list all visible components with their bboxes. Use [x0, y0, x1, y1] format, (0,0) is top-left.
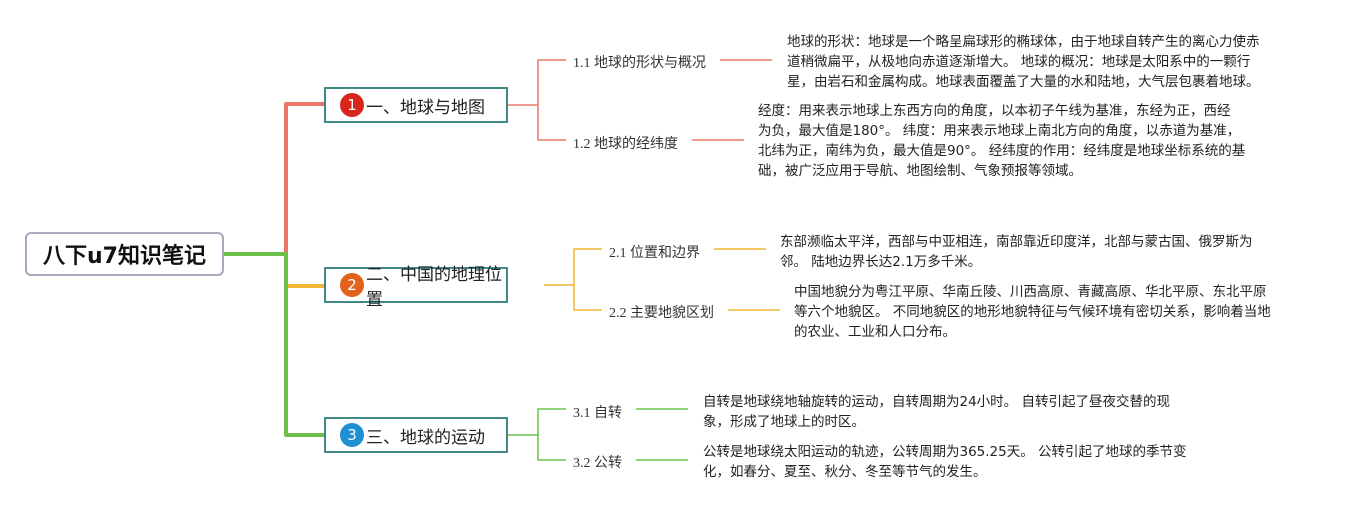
note-3-1: 自转是地球绕地轴旋转的运动，自转周期为24小时。 自转引起了昼夜交替的现 象，形…	[703, 392, 1170, 432]
branch-topic-2[interactable]: 2 二、中国的地理位置	[324, 265, 508, 310]
subtopic-2-2[interactable]: 2.2 主要地貌区划	[609, 306, 714, 321]
subtopic-3-1[interactable]: 3.1 自转	[573, 406, 622, 421]
branch-title-2: 二、中国的地理位置	[366, 265, 502, 310]
note-line: 中国地貌分为粤江平原、华南丘陵、川西高原、青藏高原、华北平原、东北平原	[794, 284, 1267, 300]
number-badge-2: 2	[340, 273, 364, 297]
note-line: 为负，最大值是180°。 纬度：用来表示地球上南北方向的角度，以赤道为基准，	[758, 123, 1241, 139]
note-line: 星，由岩石和金属构成。地球表面覆盖了大量的水和陆地，大气层包裹着地球。	[787, 74, 1260, 90]
note-line: 化，如春分、夏至、秋分、冬至等节气的发生。	[703, 464, 987, 480]
note-2-1: 东部濒临太平洋，西部与中亚相连，南部靠近印度洋，北部与蒙古国、俄罗斯为 邻。 陆…	[780, 232, 1253, 272]
branch-topic-3[interactable]: 3 三、地球的运动	[324, 417, 508, 453]
branch-topic-1[interactable]: 1 一、地球与地图	[324, 87, 508, 123]
connector-branch-1-sub-1	[508, 59, 566, 106]
note-line: 的农业、工业和人口分布。	[794, 324, 956, 340]
subtopic-1-2[interactable]: 1.2 地球的经纬度	[573, 137, 678, 152]
branch-title-1: 一、地球与地图	[366, 97, 485, 118]
connector-root-branch-3	[224, 252, 324, 437]
note-line: 东部濒临太平洋，西部与中亚相连，南部靠近印度洋，北部与蒙古国、俄罗斯为	[780, 234, 1253, 250]
note-line: 自转是地球绕地轴旋转的运动，自转周期为24小时。 自转引起了昼夜交替的现	[703, 394, 1170, 410]
subtopic-2-1[interactable]: 2.1 位置和边界	[609, 246, 700, 261]
note-line: 经度：用来表示地球上东西方向的角度，以本初子午线为基准，东经为正，西经	[758, 103, 1231, 119]
connector-branch-3-sub-1	[508, 408, 566, 436]
note-line: 道稍微扁平，从极地向赤道逐渐增大。 地球的概况：地球是太阳系中的一颗行	[787, 54, 1251, 70]
note-1-2: 经度：用来表示地球上东西方向的角度，以本初子午线为基准，东经为正，西经 为负，最…	[758, 101, 1245, 181]
number-badge-3: 3	[340, 423, 364, 447]
note-line: 北纬为正，南纬为负，最大值是90°。 经纬度的作用：经纬度是地球坐标系统的基	[758, 143, 1246, 159]
note-line: 象，形成了地球上的时区。	[703, 414, 865, 430]
note-line: 邻。 陆地边界长达2.1万多千米。	[780, 254, 982, 270]
branch-title-3: 三、地球的运动	[366, 427, 485, 448]
root-topic[interactable]: 八下u7知识笔记	[25, 232, 224, 276]
note-2-2: 中国地貌分为粤江平原、华南丘陵、川西高原、青藏高原、华北平原、东北平原 等六个地…	[794, 282, 1271, 342]
connector-branch-2-sub-2	[573, 285, 602, 311]
connector-branch-3-sub-2	[537, 435, 566, 461]
number-badge-1: 1	[340, 93, 364, 117]
note-3-2: 公转是地球绕太阳运动的轨迹，公转周期为365.25天。 公转引起了地球的季节变 …	[703, 442, 1187, 482]
note-line: 公转是地球绕太阳运动的轨迹，公转周期为365.25天。 公转引起了地球的季节变	[703, 444, 1187, 460]
connector-branch-1-sub-2	[537, 105, 566, 141]
subtopic-3-2[interactable]: 3.2 公转	[573, 456, 622, 471]
connector-branch-2-sub-1	[544, 248, 602, 286]
note-line: 础，被广泛应用于导航、地图绘制、气象预报等领域。	[758, 163, 1082, 179]
note-line: 等六个地貌区。 不同地貌区的地形地貌特征与气候环境有密切关系，影响着当地	[794, 304, 1271, 320]
note-1-1: 地球的形状：地球是一个略呈扁球形的椭球体，由于地球自转产生的离心力使赤 道稍微扁…	[787, 32, 1260, 92]
subtopic-1-1[interactable]: 1.1 地球的形状与概况	[573, 56, 706, 71]
connector-root-branch-1	[224, 102, 324, 256]
note-line: 地球的形状：地球是一个略呈扁球形的椭球体，由于地球自转产生的离心力使赤	[787, 34, 1260, 50]
